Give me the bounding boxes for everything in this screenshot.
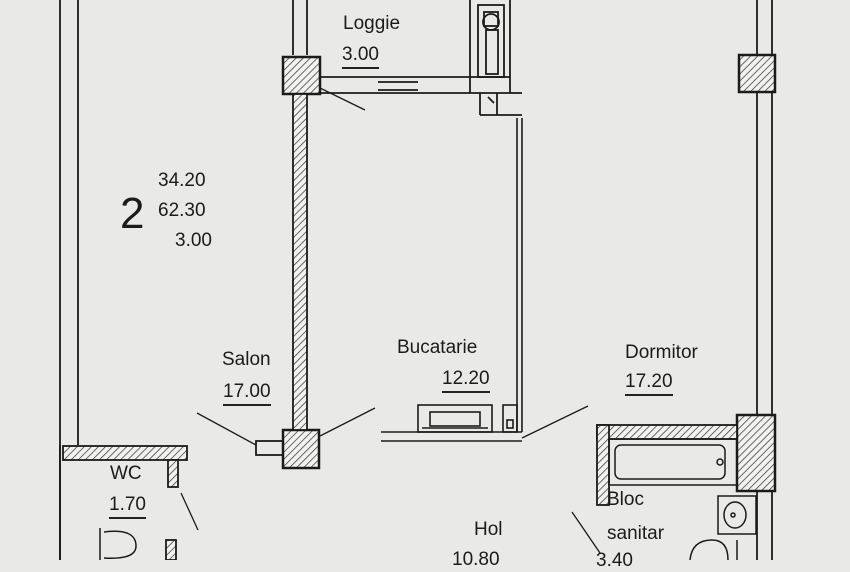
door-swings [180, 405, 601, 554]
top-wall-stubs [292, 0, 773, 55]
room-label-bucatarie: Bucatarie [397, 337, 478, 358]
unit-area-line-1: 34.20 [158, 170, 206, 191]
bathroom-walls [596, 424, 738, 506]
room-label-salon: Salon [222, 349, 271, 370]
loggie-walls [320, 0, 522, 116]
washbasin [717, 495, 757, 535]
structural-column [281, 428, 321, 470]
room-area-hol: 10.80 [452, 549, 500, 570]
room-label-bloc: Bloc [607, 489, 644, 510]
unit-area-line-2: 62.30 [158, 200, 206, 221]
bathtub [608, 438, 738, 486]
room-label-loggie: Loggie [343, 13, 401, 34]
unit-number: 2 [120, 189, 145, 238]
room-label-sanitar: sanitar [607, 523, 665, 544]
structural-column [281, 55, 322, 96]
room-label-wc: WC [110, 463, 142, 484]
room-area-bloc-sanitar: 3.40 [596, 550, 633, 571]
room-label-hol: Hol [474, 519, 503, 540]
wall-pier [255, 440, 284, 456]
wc-walls [59, 445, 188, 560]
room-area-bucatarie: 12.20 [442, 368, 490, 393]
structural-column [735, 413, 777, 493]
room-label-dormitor: Dormitor [625, 342, 698, 363]
kitchen-wall [516, 118, 523, 432]
room-area-dormitor: 17.20 [625, 371, 673, 396]
bathroom-toilet [689, 539, 738, 560]
room-area-wc: 1.70 [109, 494, 146, 519]
unit-area-line-3: 3.00 [175, 230, 212, 251]
door-swing [319, 87, 366, 111]
floor-plan-drawing [59, 0, 777, 560]
room-area-loggie: 3.00 [342, 44, 379, 69]
left-exterior-wall [59, 0, 79, 560]
partition-wall [292, 93, 308, 431]
structural-column [737, 53, 777, 94]
wc-toilet [99, 528, 137, 560]
room-area-salon: 17.00 [223, 381, 271, 406]
kitchen-counter [381, 404, 522, 442]
right-exterior-wall [756, 92, 773, 560]
